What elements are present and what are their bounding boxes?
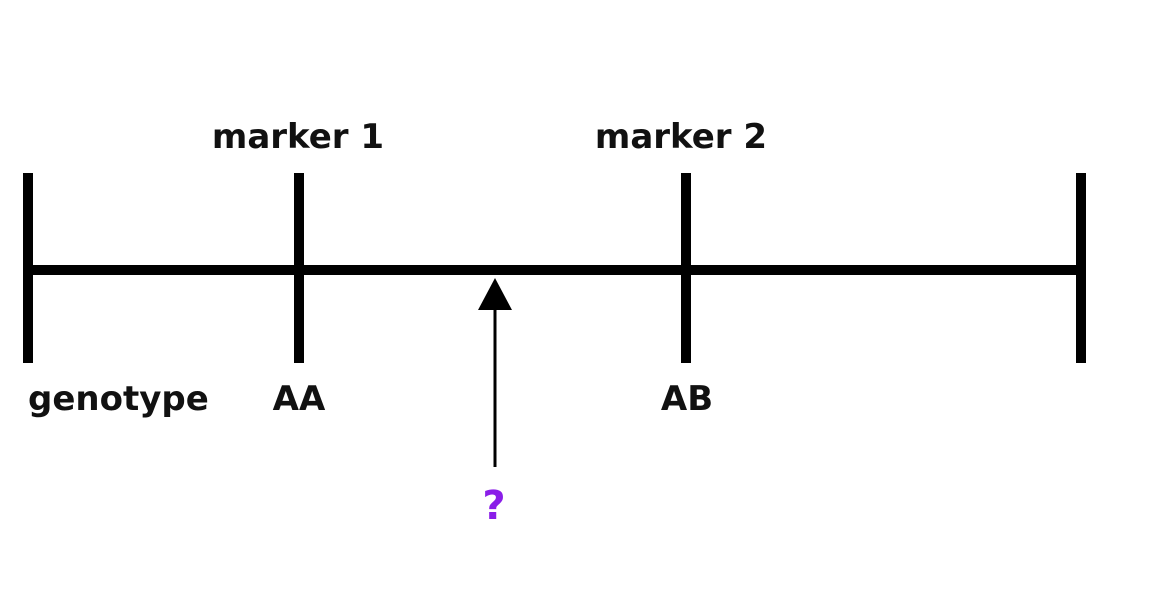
unknown-arrow-head [478,278,512,310]
marker-1-label: marker 1 [211,117,385,157]
genotype-row-label: genotype [28,379,209,419]
marker-2-label: marker 2 [594,117,768,157]
marker-1-genotype: AA [272,379,326,419]
marker-2-genotype: AB [660,379,714,419]
unknown-position-label: ? [482,483,506,529]
